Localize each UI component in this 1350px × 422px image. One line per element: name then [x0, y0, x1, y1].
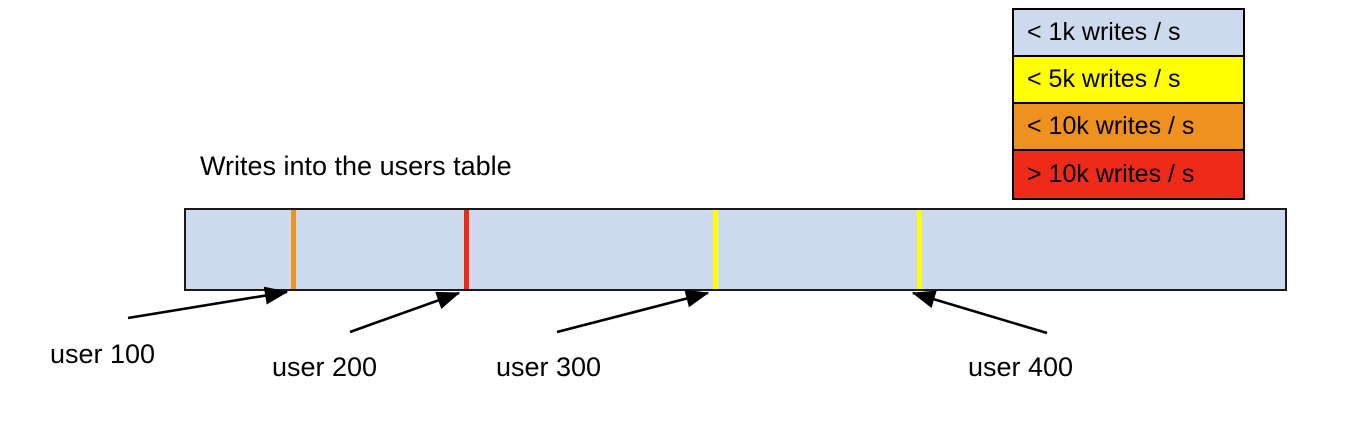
callout-label-user-400: user 400 — [968, 352, 1074, 382]
user-100-arrow — [127, 286, 289, 320]
user-400-stripe — [917, 210, 922, 289]
legend-row-under-5k: < 5k writes / s — [1014, 57, 1243, 104]
legend-label-over-10k: > 10k writes / s — [1027, 160, 1195, 188]
legend-row-under-10k: < 10k writes / s — [1014, 104, 1243, 151]
user-100-stripe — [291, 210, 296, 289]
user-200-arrow — [349, 291, 461, 334]
user-400-arrow — [911, 290, 1048, 335]
user-200-stripe — [464, 210, 469, 289]
callout-label-user-100: user 100 — [50, 339, 156, 369]
write-rate-legend: < 1k writes / s < 5k writes / s < 10k wr… — [1012, 8, 1245, 200]
legend-row-over-10k: > 10k writes / s — [1014, 151, 1243, 198]
legend-label-under-1k: < 1k writes / s — [1027, 18, 1181, 46]
user-300-stripe — [713, 210, 718, 289]
users-table-bar — [184, 208, 1287, 291]
legend-label-under-5k: < 5k writes / s — [1027, 65, 1181, 93]
legend-row-under-1k: < 1k writes / s — [1014, 10, 1243, 57]
callout-label-user-300: user 300 — [496, 352, 602, 382]
user-300-arrow — [556, 289, 710, 334]
legend-label-under-10k: < 10k writes / s — [1027, 112, 1195, 140]
callout-label-user-200: user 200 — [272, 352, 378, 382]
chart-title: Writes into the users table — [200, 151, 512, 181]
